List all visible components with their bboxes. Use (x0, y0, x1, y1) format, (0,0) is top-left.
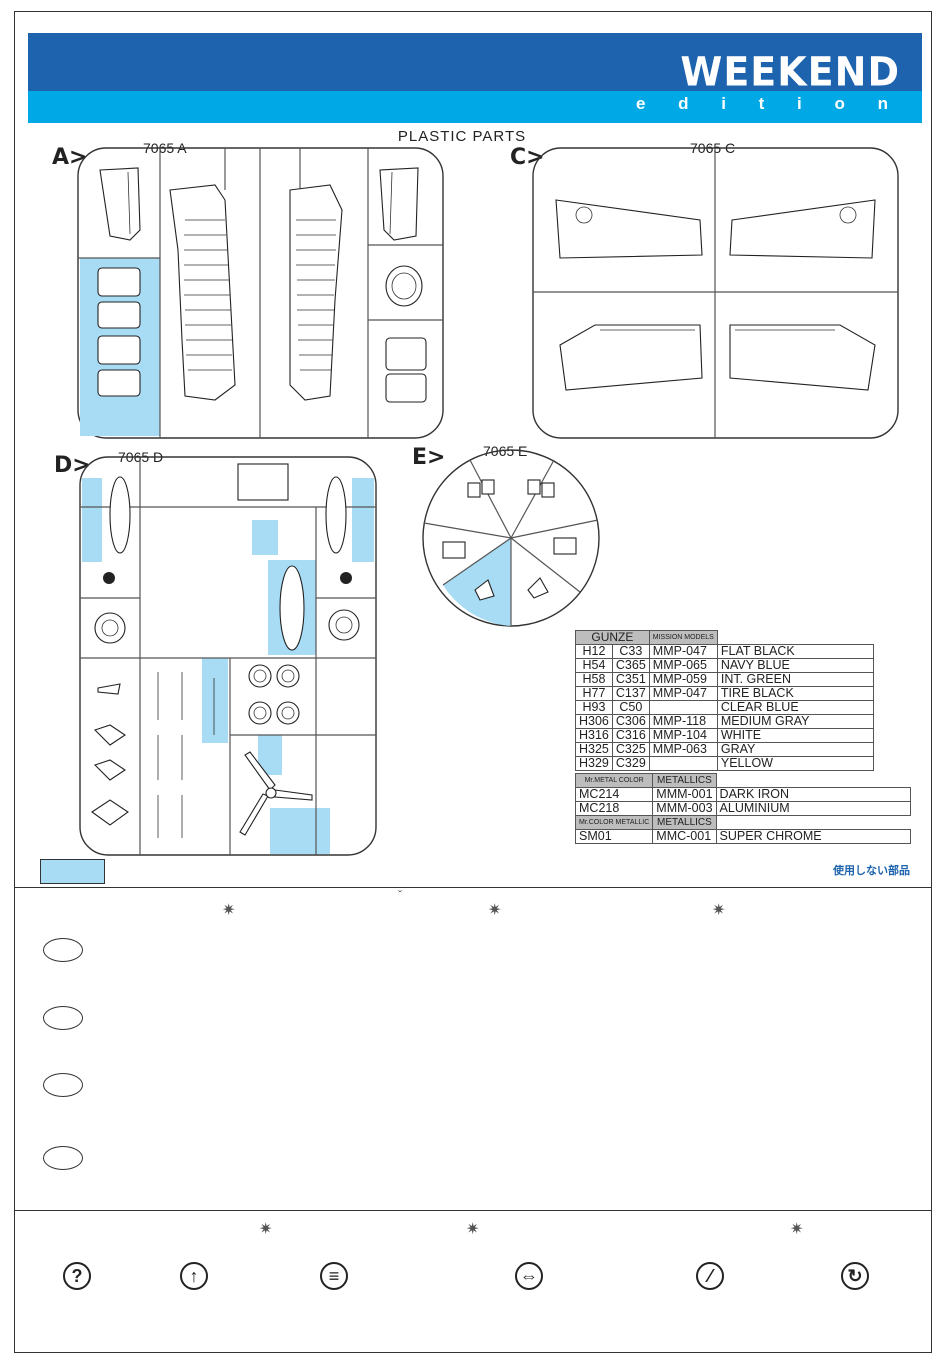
color-name: GRAY (716, 742, 875, 757)
gunze-c-code: C316 (611, 728, 650, 743)
brand-subtitle: e d i t i o n (635, 94, 902, 113)
header-band-dark (28, 33, 922, 91)
sprue-e-code: 7065 E (483, 443, 528, 459)
star-icon: ✷ (466, 1221, 480, 1238)
color-name: NAVY BLUE (716, 658, 875, 673)
star-icon: ✷ (488, 902, 502, 919)
step-oval (43, 1073, 83, 1097)
section-divider (14, 1210, 932, 1211)
mission-metal-code: MMM-003 (652, 801, 717, 816)
mission-code: MMP-104 (648, 728, 718, 743)
header-band-light (28, 91, 922, 123)
gunze-c-code: C50 (611, 700, 650, 715)
sprue-a-letter: A> (52, 145, 88, 170)
metal-name: ALUMINIUM (715, 801, 912, 816)
metal-brand-header: Mr.METAL COLOR (574, 773, 654, 788)
gunze-h-code: H306 (575, 714, 613, 729)
gunze-c-code: C33 (611, 644, 650, 659)
drill-icon: ≡ (320, 1262, 348, 1290)
gunze-h-code: H325 (575, 742, 613, 757)
plastic-parts-title: PLASTIC PARTS (397, 128, 527, 145)
color-name: FLAT BLACK (716, 644, 875, 659)
star-icon: ✷ (712, 902, 726, 919)
arrow-left-right-icon: ⇔ (515, 1262, 543, 1290)
gunze-c-code: C325 (611, 742, 650, 757)
step-oval (43, 1006, 83, 1030)
gunze-header: GUNZE (575, 630, 650, 645)
repeat-icon: ↻ (841, 1262, 869, 1290)
star-icon: ✷ (790, 1221, 804, 1238)
step-oval (43, 1146, 83, 1170)
step-oval (43, 938, 83, 962)
metal-metallics-header: METALLICS (652, 773, 717, 788)
gunze-c-code: C137 (611, 686, 650, 701)
unused-parts-swatch (40, 859, 105, 884)
color-name: YELLOW (716, 756, 875, 771)
unused-parts-label: 使用しない部品 (833, 865, 910, 877)
mission-code: MMP-059 (648, 672, 718, 687)
star-icon: ✷ (259, 1221, 273, 1238)
color-name: INT. GREEN (716, 672, 875, 687)
mission-code: MMP-063 (648, 742, 718, 757)
question-icon: ? (63, 1262, 91, 1290)
page-frame (14, 11, 932, 1353)
mrcolor-name: SUPER CHROME (715, 829, 912, 844)
gunze-c-code: C351 (611, 672, 650, 687)
mission-code: MMP-047 (648, 686, 718, 701)
cut-icon: ⁄ (696, 1262, 724, 1290)
mission-code: MMP-047 (648, 644, 718, 659)
mrcolor-code: SM01 (574, 829, 654, 844)
gunze-h-code: H93 (575, 700, 613, 715)
mission-metal-code: MMM-001 (652, 787, 717, 802)
metal-code: MC214 (574, 787, 654, 802)
mission-code (648, 756, 718, 771)
mrcolor-metallics-header: METALLICS (652, 815, 717, 830)
metal-code: MC218 (574, 801, 654, 816)
gunze-c-code: C329 (611, 756, 650, 771)
gunze-h-code: H58 (575, 672, 613, 687)
gunze-h-code: H12 (575, 644, 613, 659)
gunze-h-code: H329 (575, 756, 613, 771)
metal-name: DARK IRON (715, 787, 912, 802)
color-name: CLEAR BLUE (716, 700, 875, 715)
gunze-h-code: H54 (575, 658, 613, 673)
color-name: MEDIUM GRAY (716, 714, 875, 729)
gunze-c-code: C365 (611, 658, 650, 673)
mission-models-header: MISSION MODELS (648, 630, 718, 645)
color-name: TIRE BLACK (716, 686, 875, 701)
gunze-h-code: H316 (575, 728, 613, 743)
mission-code (648, 700, 718, 715)
color-name: WHITE (716, 728, 875, 743)
section-divider (14, 887, 932, 888)
star-icon: ✷ (222, 902, 236, 919)
mrcolor-brand-header: Mr.COLOR METALLIC (574, 815, 654, 830)
arrow-up-icon: ↑ (180, 1262, 208, 1290)
sprue-c-letter: C> (510, 145, 545, 170)
caret-icon: ˇ (398, 888, 402, 902)
sprue-d-letter: D> (54, 453, 91, 478)
gunze-h-code: H77 (575, 686, 613, 701)
mission-code: MMP-065 (648, 658, 718, 673)
gunze-c-code: C306 (611, 714, 650, 729)
sprue-e-letter: E> (412, 445, 446, 470)
mission-mrcolor-code: MMC-001 (652, 829, 717, 844)
brand-title: WEEKEND (680, 48, 900, 96)
mission-code: MMP-118 (648, 714, 718, 729)
